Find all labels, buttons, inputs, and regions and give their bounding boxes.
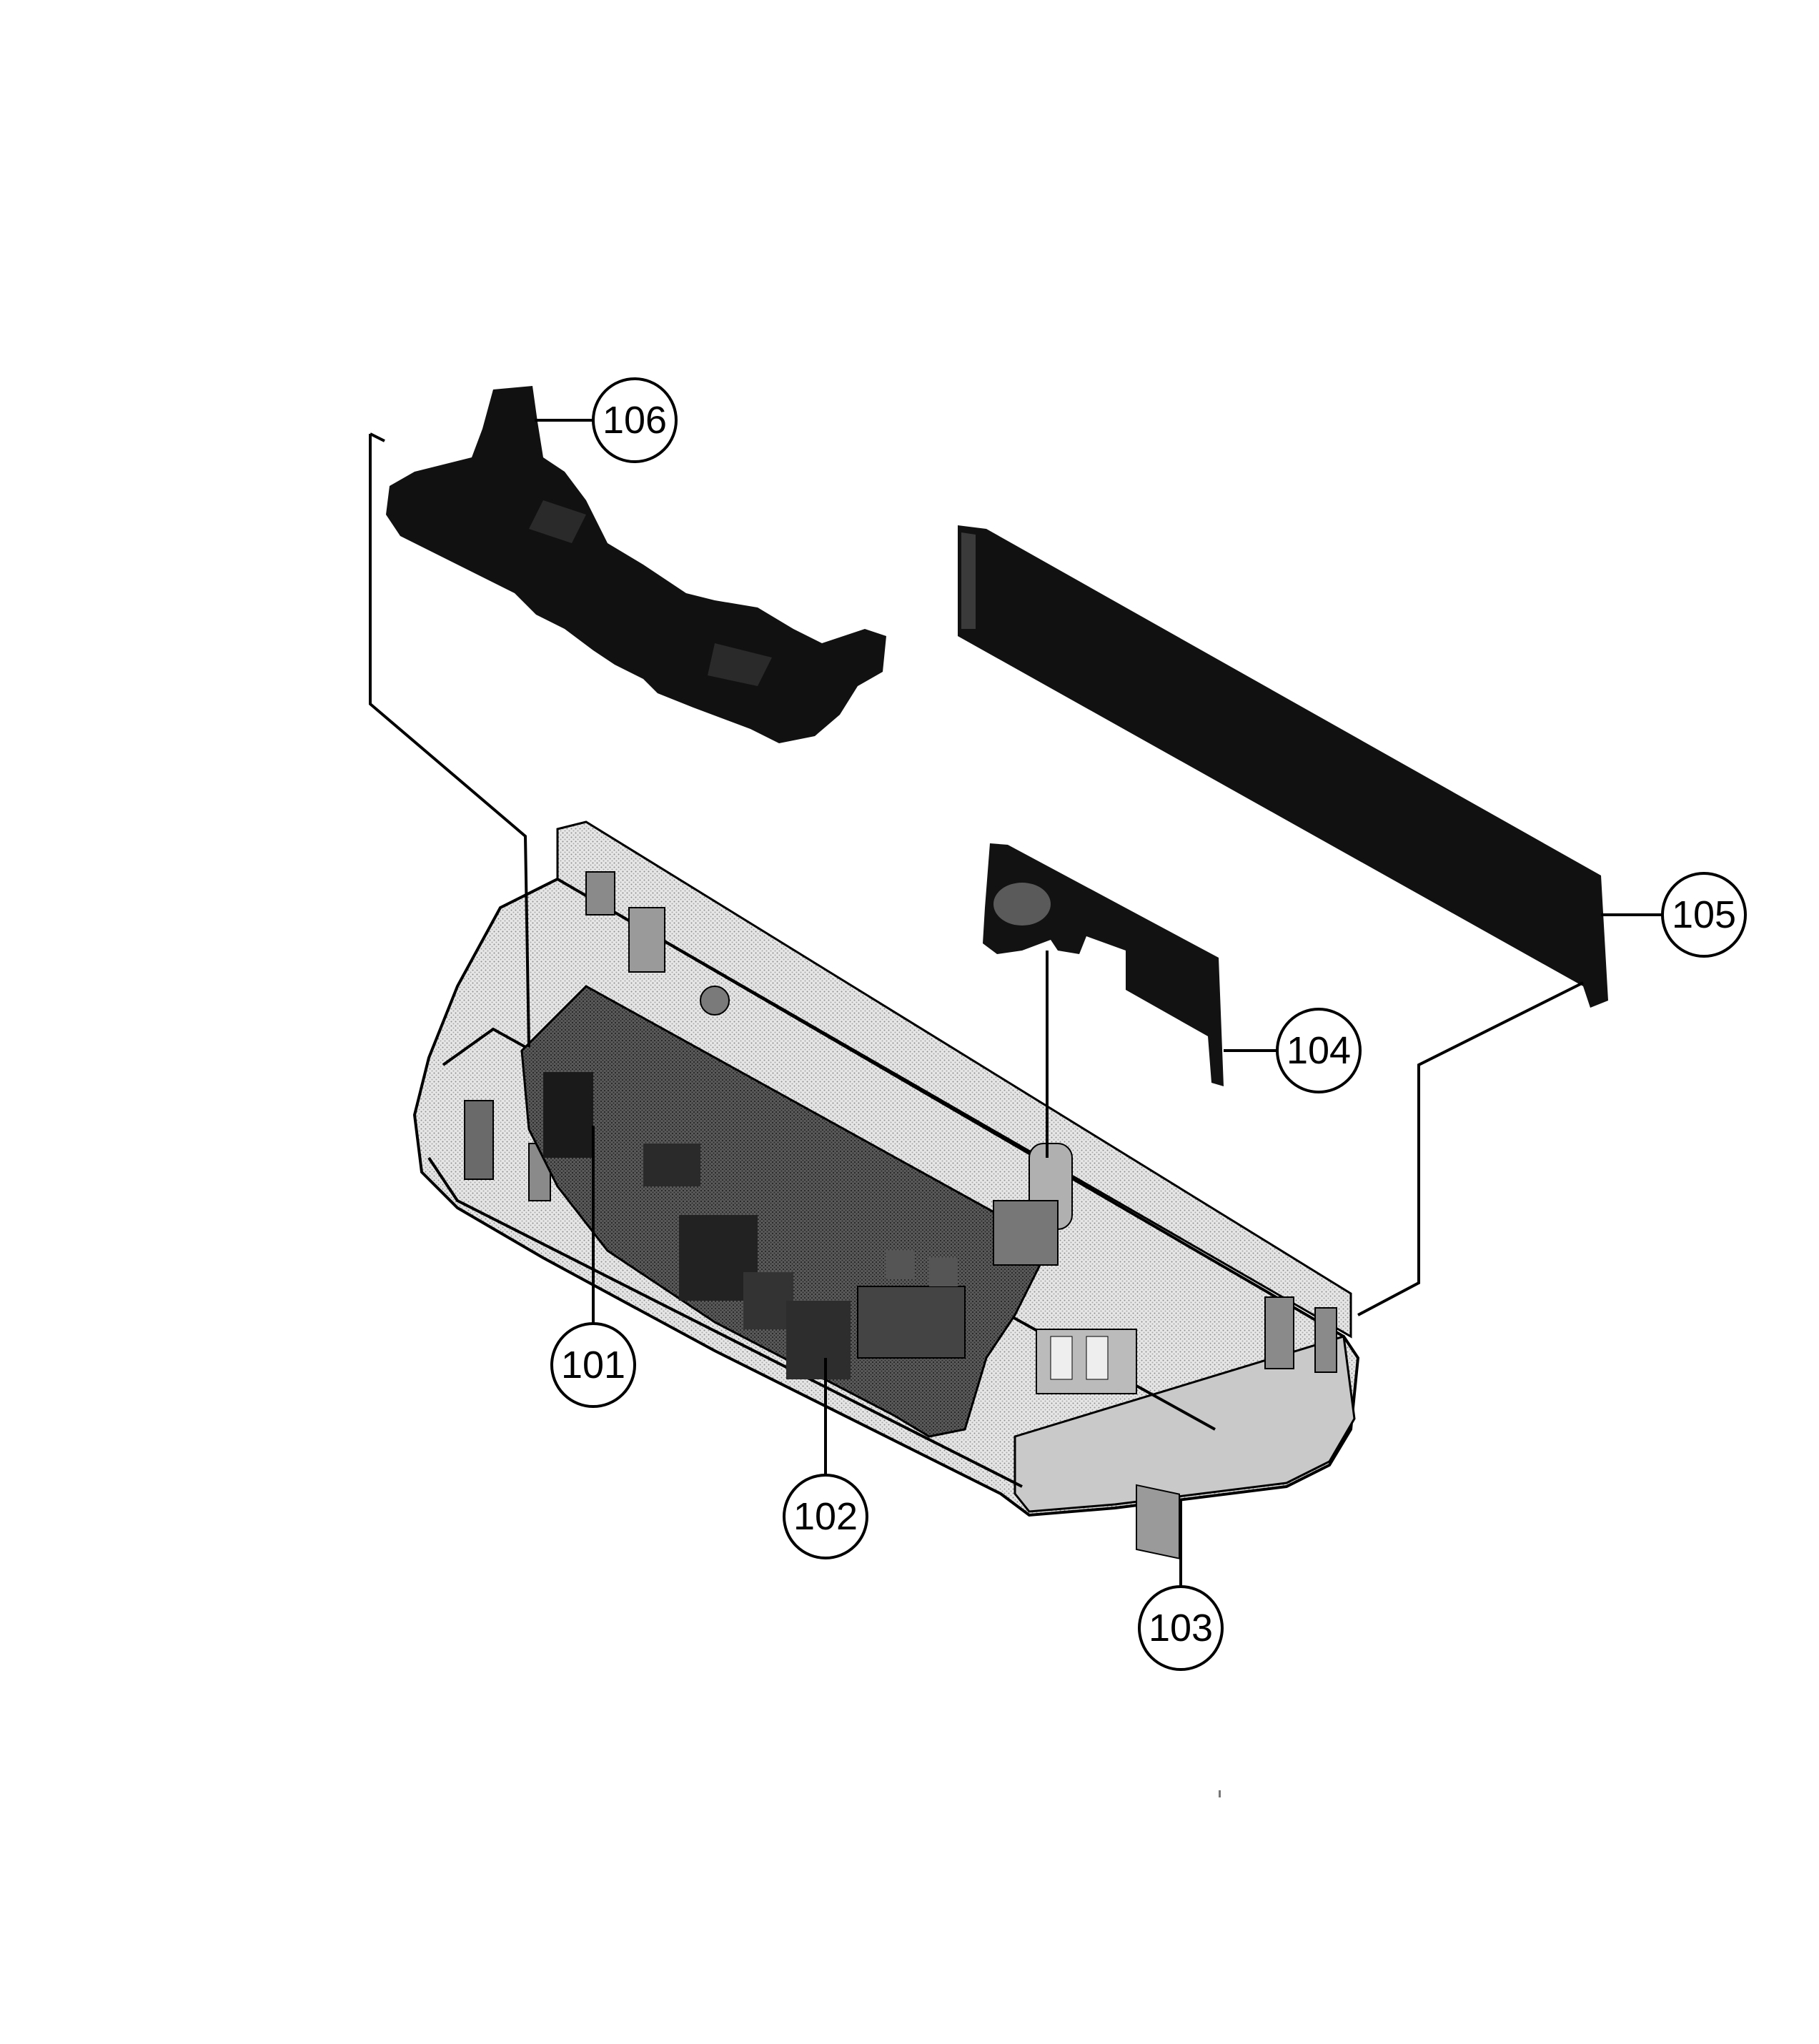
callout-102: 102: [783, 1474, 868, 1559]
callout-104-label: 104: [1287, 1029, 1351, 1072]
part-105-strip: [958, 525, 1608, 1008]
callout-101: 101: [550, 1322, 636, 1408]
callout-106-label: 106: [603, 399, 667, 442]
callout-105: 105: [1661, 872, 1747, 958]
leader-lines: [369, 419, 1662, 1587]
part-106-bracket: [386, 386, 886, 743]
leader-106-frame: [370, 432, 385, 442]
part-101-102-board: [520, 985, 1137, 1438]
callout-105-label: 105: [1672, 893, 1736, 936]
callout-104: 104: [1276, 1008, 1362, 1093]
scan-speck: [1219, 1790, 1221, 1797]
callout-106: 106: [592, 377, 678, 463]
part-104-shield: [983, 843, 1224, 1086]
callout-103-label: 103: [1149, 1607, 1213, 1649]
callout-103: 103: [1138, 1585, 1224, 1671]
callout-101-label: 101: [561, 1344, 625, 1386]
callout-102-label: 102: [793, 1495, 858, 1538]
